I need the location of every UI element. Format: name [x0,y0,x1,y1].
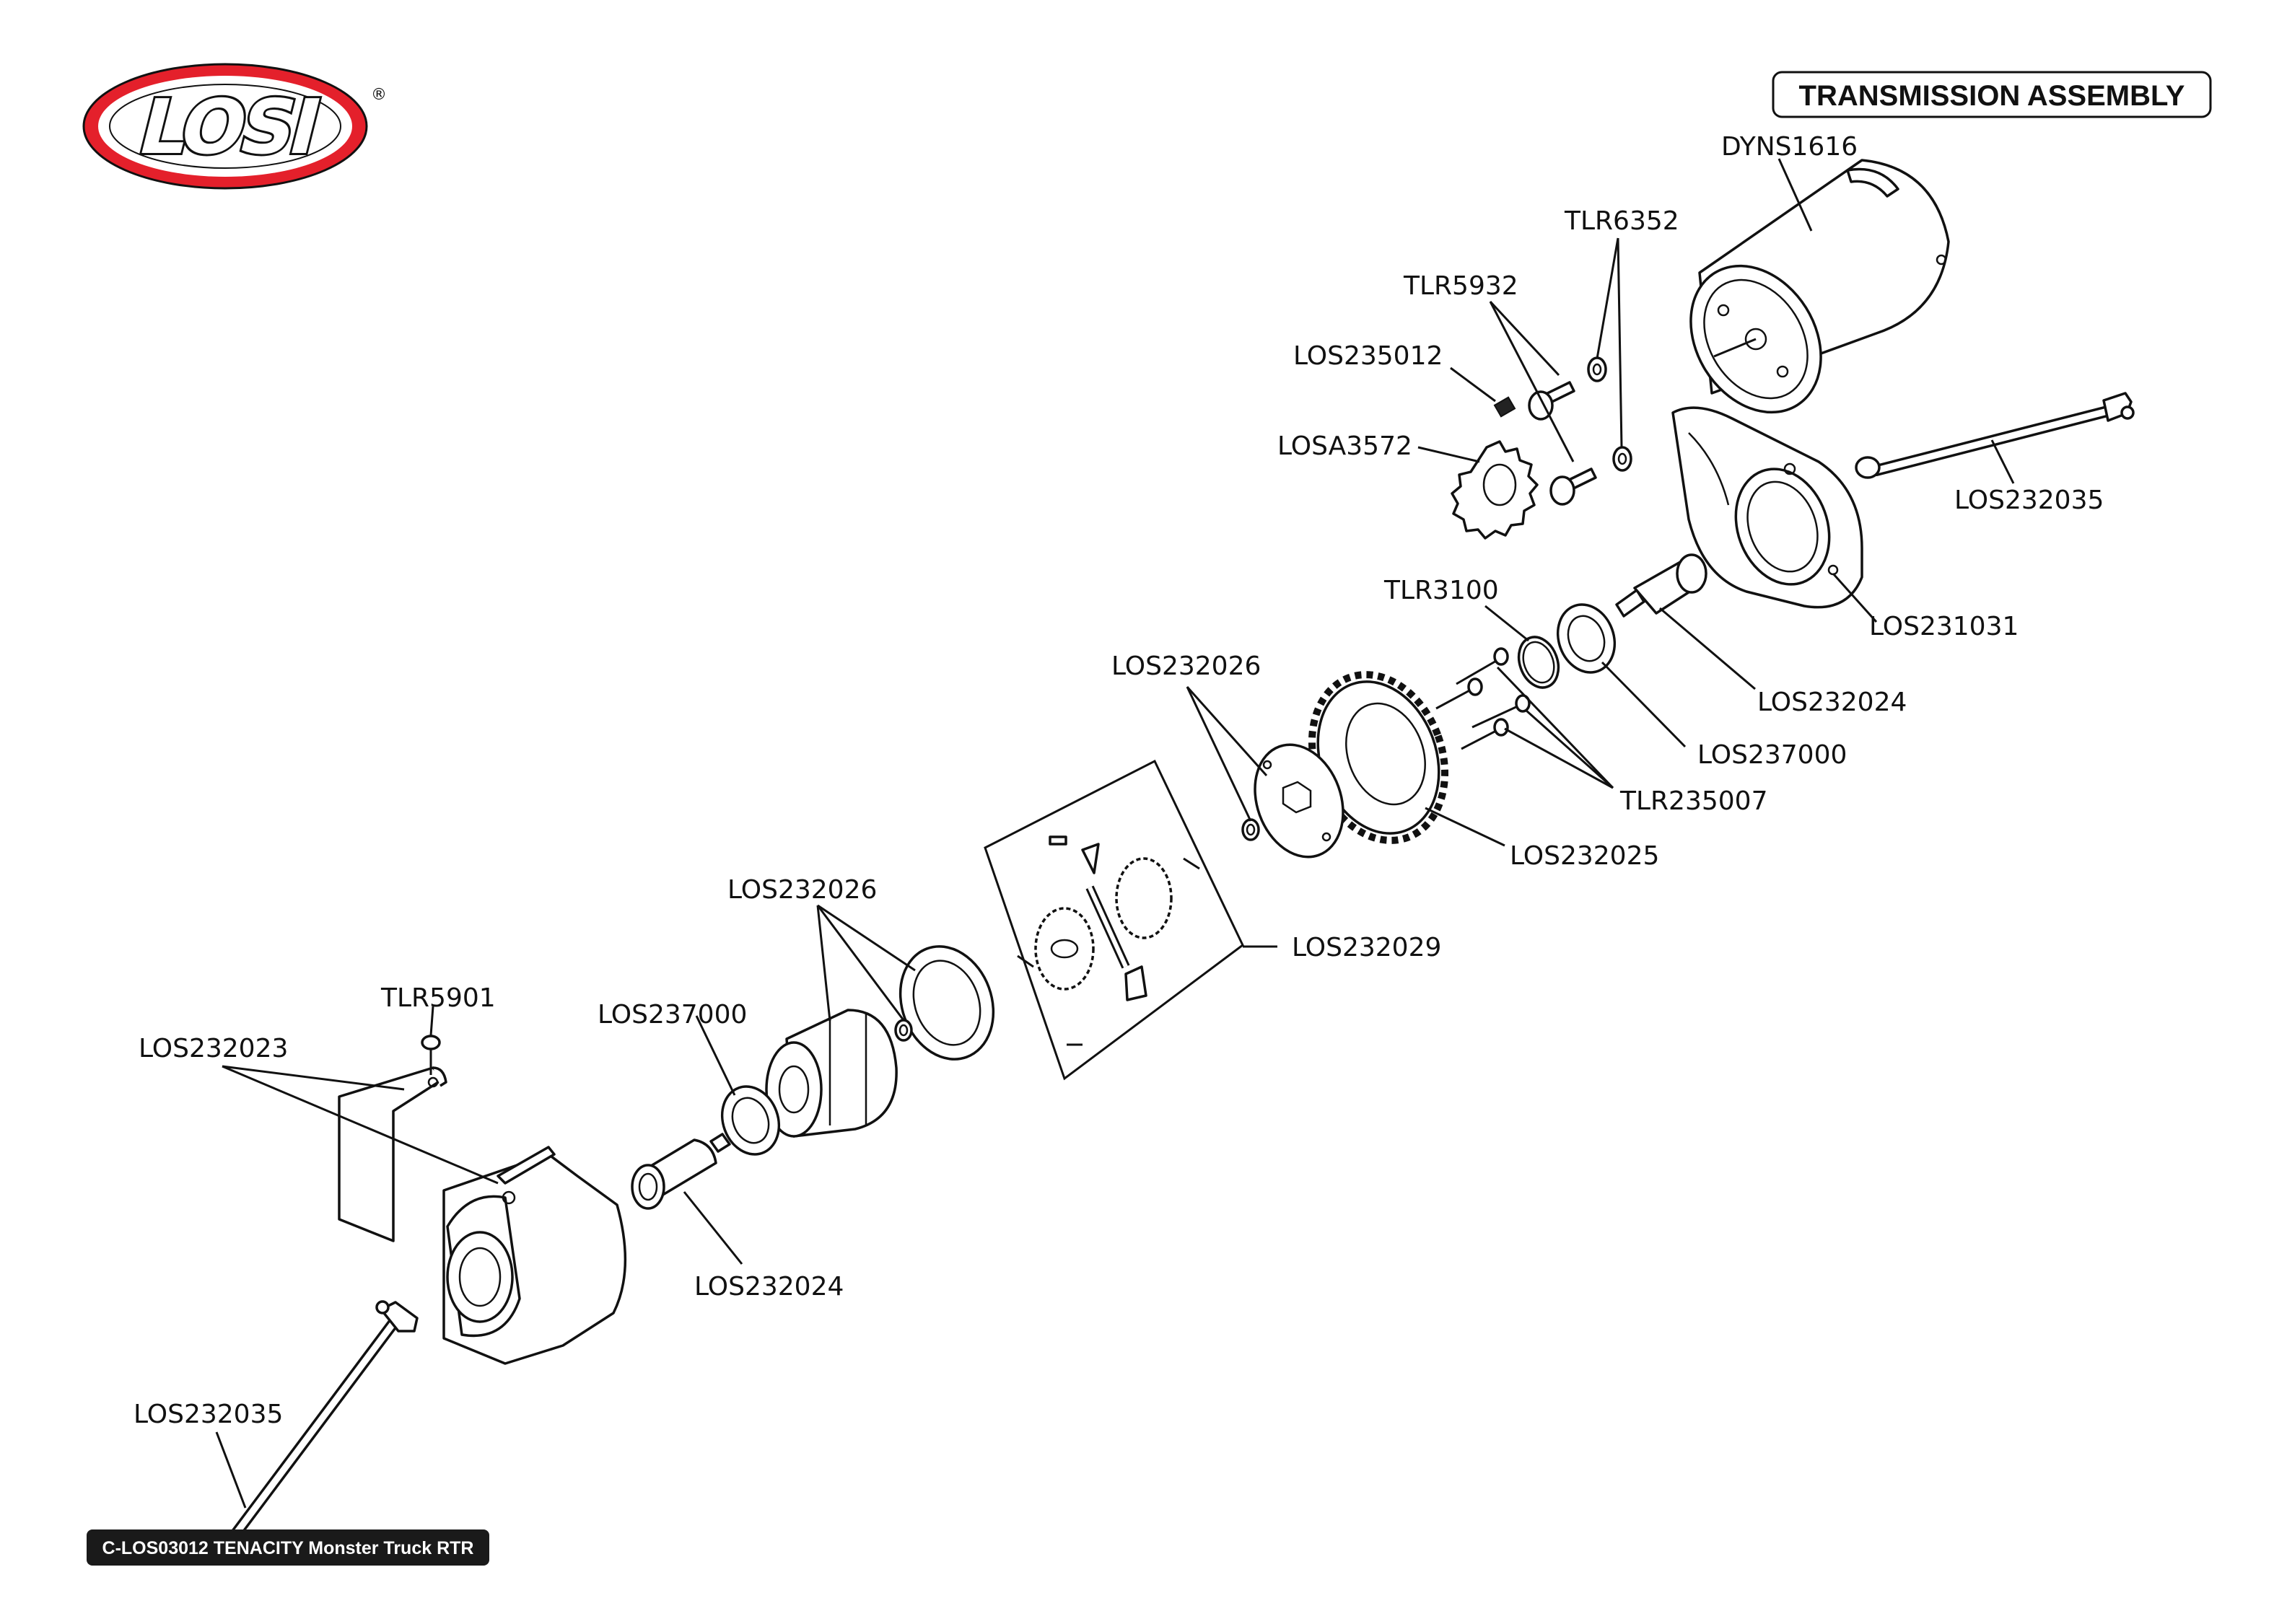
label-los231031: LOS231031 [1869,612,2019,641]
logo-wordmark: LOSI [131,83,326,170]
pinion-gear-drawing [1451,440,1539,540]
label-tlr6352: TLR6352 [1564,206,1679,236]
part-labels: DYNS1616 TLR6352 TLR5932 LOS235012 LOSA3… [134,132,2104,1429]
leader-lines [215,158,2015,1509]
label-los232024-top: LOS232024 [1757,688,1907,717]
label-los232023: LOS232023 [139,1034,288,1063]
label-los232029: LOS232029 [1292,933,1441,962]
motor-plate-drawing [1671,406,1863,609]
label-tlr5901: TLR5901 [380,983,496,1013]
label-los232025: LOS232025 [1510,841,1659,871]
losi-logo: LOSI ® [82,63,387,190]
motor-screws-drawing [1493,356,1632,506]
label-los232024-bot: LOS232024 [694,1272,844,1302]
outdrive-top-drawing [1615,553,1707,618]
footer-label: C-LOS03012 TENACITY Monster Truck RTR [102,1538,474,1558]
spur-screws-drawing [1435,647,1531,750]
footer-badge: C-LOS03012 TENACITY Monster Truck RTR [87,1529,489,1566]
gearbox-housing-drawing [338,1066,627,1365]
label-los237000-bot: LOS237000 [598,1000,747,1030]
diff-internals-drawing [984,759,1244,1081]
label-dyns1616: DYNS1616 [1721,132,1858,162]
label-los235012: LOS235012 [1293,341,1443,371]
label-losa3572: LOSA3572 [1277,431,1412,461]
label-tlr5932: TLR5932 [1403,271,1518,301]
shim-top-drawing [1517,636,1560,689]
diff-plate-top-drawing [1241,743,1344,859]
label-los237000-top: LOS237000 [1697,740,1847,770]
label-los232026-bot: LOS232026 [727,875,877,905]
motor-drawing [1689,159,1950,414]
label-tlr235007: TLR235007 [1619,786,1768,816]
title-box: TRANSMISSION ASSEMBLY [1772,71,2212,118]
registered-mark: ® [371,86,387,104]
outdrive-bot-drawing [631,1133,731,1210]
spur-gear-drawing [1308,671,1449,844]
bearing-top-drawing [1556,603,1617,674]
diff-plate-bot-drawing [894,945,995,1061]
bearing-bot-drawing [720,1085,781,1156]
page-title: TRANSMISSION ASSEMBLY [1799,80,2185,112]
label-los232026-top: LOS232026 [1111,651,1261,681]
diff-case-drawing [765,1009,898,1138]
label-tlr3100: TLR3100 [1383,576,1499,605]
label-los232035-bot: LOS232035 [134,1400,283,1429]
driveshaft-bot-drawing [225,1300,419,1546]
driveshaft-top-drawing [1855,392,2135,479]
label-los232035-top: LOS232035 [1954,486,2104,515]
cover-screw-drawing [421,1035,441,1075]
